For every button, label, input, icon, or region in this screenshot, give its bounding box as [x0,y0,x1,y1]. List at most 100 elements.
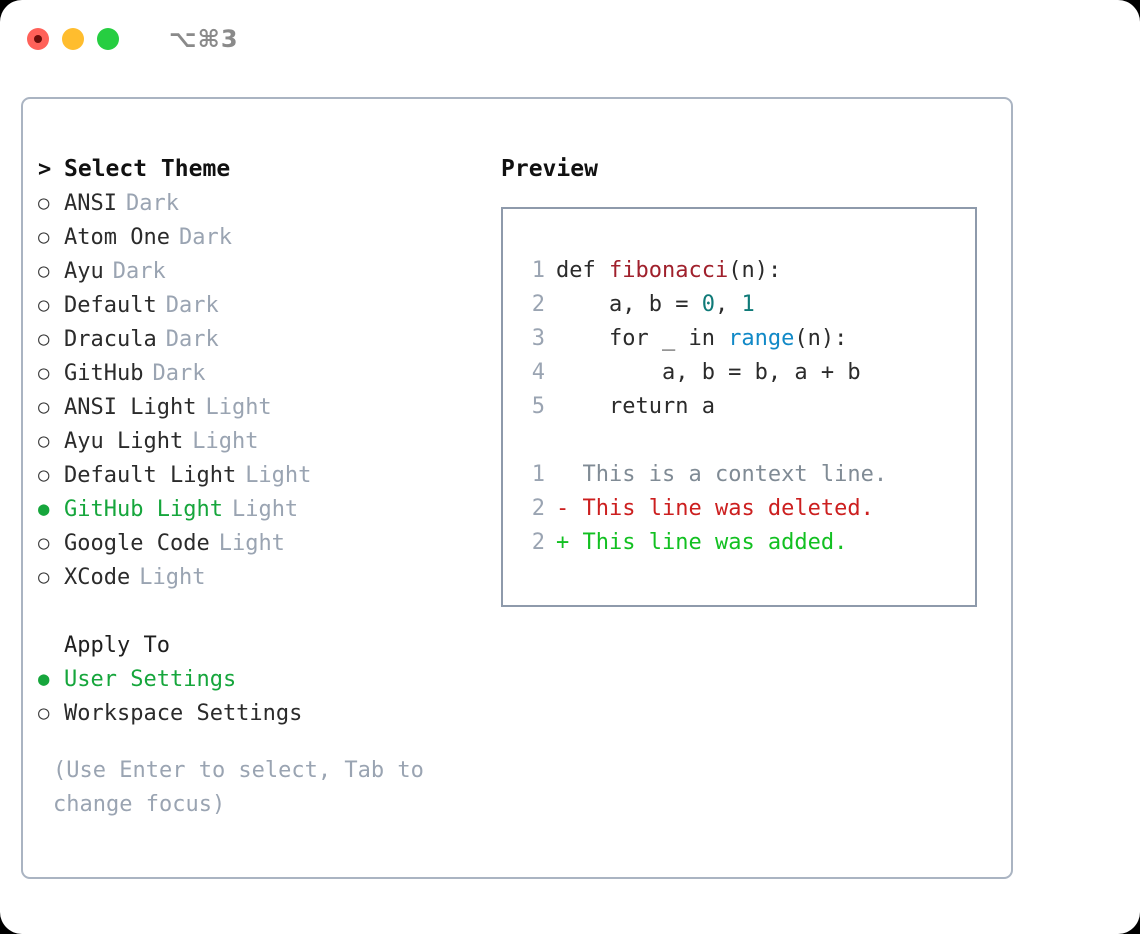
radio-icon[interactable]: ○ [38,191,50,214]
close-window-icon[interactable] [27,28,49,50]
diff-line-deleted: 2 - This line was deleted. [519,491,975,525]
apply-to-option-user-settings[interactable]: ● User Settings [38,662,488,696]
line-number: 5 [531,393,545,419]
maximize-window-icon[interactable] [97,28,119,50]
theme-option-tag: Light [205,394,272,420]
radio-icon[interactable]: ○ [38,225,50,248]
theme-option-tag: Dark [112,258,166,284]
radio-icon[interactable]: ○ [38,293,50,316]
apply-to-option-workspace-settings[interactable]: ○ Workspace Settings [38,696,488,730]
code-token: , [714,291,742,317]
content-panel: > Select Theme ○ ANSI Dark ○ Atom One Da… [21,97,1013,879]
code-token: return a [556,393,715,419]
diff-marker: + [556,529,583,555]
diff-marker: - [556,495,583,521]
code-line: 3 for _ in range(n): [519,321,975,355]
line-number: 2 [531,495,545,521]
code-token: for _ in [556,325,729,351]
code-token: (n): [794,325,848,351]
theme-option-label: GitHub Light [64,496,223,522]
preview-box: 1 def fibonacci(n): 2 a, b = 0, 1 3 for … [501,207,977,607]
theme-option-label: Default [64,292,157,318]
traffic-lights [27,28,119,50]
apply-to-header-indent: ○ [38,636,64,655]
code-line: 1 def fibonacci(n): [519,253,975,287]
theme-option-github[interactable]: ○ GitHub Dark [38,356,488,390]
theme-option-xcode[interactable]: ○ XCode Light [38,560,488,594]
radio-selected-icon[interactable]: ● [38,667,50,690]
theme-option-label: Ayu [64,258,104,284]
theme-option-ansi[interactable]: ○ ANSI Dark [38,186,488,220]
theme-picker-column: > Select Theme ○ ANSI Dark ○ Atom One Da… [38,152,488,817]
code-token: a, b = [556,291,702,317]
theme-option-atom-one[interactable]: ○ Atom One Dark [38,220,488,254]
theme-option-ayu[interactable]: ○ Ayu Dark [38,254,488,288]
preview-title: Preview [501,156,598,182]
theme-option-default-light[interactable]: ○ Default Light Light [38,458,488,492]
theme-option-tag: Light [231,496,299,522]
line-number: 3 [531,325,545,351]
apply-to-option-label: User Settings [64,666,237,692]
theme-option-dracula[interactable]: ○ Dracula Dark [38,322,488,356]
list-spacer [38,594,488,628]
theme-option-ayu-light[interactable]: ○ Ayu Light Light [38,424,488,458]
radio-selected-icon[interactable]: ● [38,497,50,520]
theme-option-github-light[interactable]: ● GitHub Light Light [38,492,488,526]
radio-icon[interactable]: ○ [38,259,50,282]
radio-icon[interactable]: ○ [38,327,50,350]
code-token: (n): [728,257,782,283]
title-bar: ⌥⌘3 [0,0,1140,78]
keyboard-shortcut-label: ⌥⌘3 [169,25,239,53]
diff-marker [556,462,583,487]
theme-option-tag: Light [139,564,206,590]
radio-icon[interactable]: ○ [38,565,50,588]
theme-option-label: Google Code [64,530,210,556]
diff-text: This line was deleted. [582,495,874,521]
code-line: 5 return a [519,389,975,423]
radio-icon[interactable]: ○ [38,361,50,384]
theme-option-default[interactable]: ○ Default Dark [38,288,488,322]
radio-icon[interactable]: ○ [38,531,50,554]
radio-icon[interactable]: ○ [38,701,50,724]
theme-option-ansi-light[interactable]: ○ ANSI Light Light [38,390,488,424]
code-line: 4 a, b = b, a + b [519,355,975,389]
preview-gap [519,423,975,457]
diff-line-added: 2 + This line was added. [519,525,975,559]
diff-line-context: 1 This is a context line. [519,457,975,491]
theme-option-label: Dracula [64,326,157,352]
radio-icon[interactable]: ○ [38,395,50,418]
theme-option-tag: Dark [125,190,179,216]
theme-option-label: Ayu Light [64,428,184,454]
theme-option-tag: Dark [165,326,219,352]
theme-option-tag: Light [218,530,285,556]
line-number: 2 [531,291,545,317]
theme-option-label: Atom One [64,224,170,250]
code-token-builtin: range [728,325,795,351]
radio-icon[interactable]: ○ [38,429,50,452]
line-number: 1 [531,461,545,487]
diff-text: This is a context line. [582,461,888,487]
line-number: 1 [531,257,545,283]
focus-caret-icon: > [38,156,52,182]
theme-picker-title: Select Theme [64,156,231,182]
theme-option-tag: Dark [178,224,232,250]
line-number: 2 [531,529,545,555]
line-number: 4 [531,359,545,385]
theme-option-tag: Light [192,428,259,454]
apply-to-option-label: Workspace Settings [64,700,303,726]
theme-option-tag: Light [245,462,312,488]
theme-option-label: ANSI Light [64,394,197,420]
minimize-window-icon[interactable] [62,28,84,50]
theme-option-label: XCode [64,564,131,590]
theme-option-tag: Dark [165,292,219,318]
radio-icon[interactable]: ○ [38,463,50,486]
apply-to-header: ○ Apply To [38,628,488,662]
code-token-function: fibonacci [608,257,729,283]
code-token-number: 1 [741,291,755,317]
diff-text: This line was added. [582,529,848,555]
theme-picker-header: > Select Theme [38,152,488,186]
code-line: 2 a, b = 0, 1 [519,287,975,321]
theme-option-label: ANSI [64,190,117,216]
theme-option-google-code[interactable]: ○ Google Code Light [38,526,488,560]
